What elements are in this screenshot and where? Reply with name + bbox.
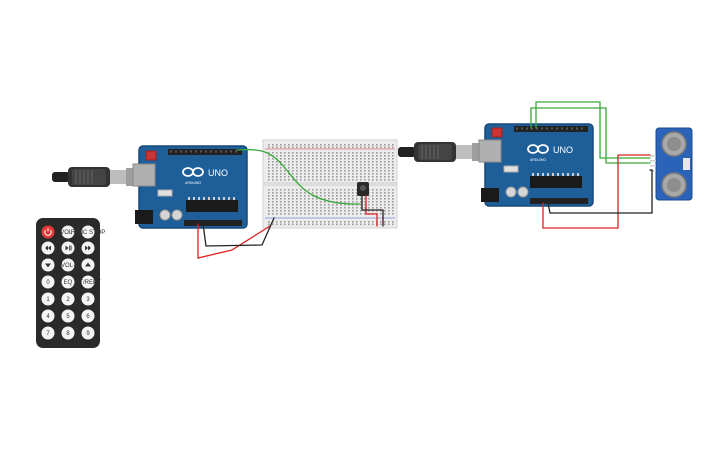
breadboard-holes xyxy=(268,144,394,226)
remote-key-func-stop[interactable]: FUNC STOP xyxy=(71,225,106,239)
up-arrow-icon xyxy=(85,262,91,267)
arduino-logo-left xyxy=(182,167,204,177)
usb-cable-left[interactable] xyxy=(52,167,134,187)
atmega-chip xyxy=(530,176,582,188)
wire-green-trig[interactable] xyxy=(535,101,651,159)
wire-black-ground-right[interactable] xyxy=(547,169,653,214)
remote-key-label: ST/REPT xyxy=(75,280,101,286)
remote-key-label: 8 xyxy=(66,331,70,337)
remote-key-0[interactable]: 0 xyxy=(41,275,55,289)
remote-key-label: 1 xyxy=(46,297,50,303)
ir-receiver[interactable] xyxy=(357,182,369,196)
reset-button[interactable] xyxy=(145,150,157,161)
fast-forward-icon xyxy=(85,245,91,251)
arduino-uno-left[interactable]: UNO ARDUINO xyxy=(132,145,248,229)
uno-label: UNO xyxy=(553,145,573,155)
remote-key-power[interactable] xyxy=(41,225,55,239)
usb-cable-right[interactable] xyxy=(398,142,480,162)
wire-black-ground-left[interactable] xyxy=(202,217,275,247)
remote-key-5[interactable]: 5 xyxy=(61,309,75,323)
remote-key-label: 4 xyxy=(46,314,50,320)
remote-key-rewind[interactable] xyxy=(41,241,55,255)
usb-jack xyxy=(478,139,502,163)
remote-key-label: EQ xyxy=(64,280,73,286)
remote-key-8[interactable]: 8 xyxy=(61,326,75,340)
arduino-uno-right[interactable]: UNO ARDUINO xyxy=(478,123,594,207)
play-pause-icon xyxy=(65,245,72,251)
power-jack xyxy=(135,210,153,224)
wire-red-power-left[interactable] xyxy=(197,223,271,259)
wire-black-receiver[interactable] xyxy=(361,195,384,227)
remote-key-vol-[interactable]: VOL+ xyxy=(60,225,76,239)
remote-key-1[interactable]: 1 xyxy=(41,292,55,306)
remote-key-down-arrow[interactable] xyxy=(41,258,55,272)
rewind-icon xyxy=(45,245,51,251)
remote-key-7[interactable]: 7 xyxy=(41,326,55,340)
wire-green-signal[interactable] xyxy=(236,148,361,205)
remote-key-label: 2 xyxy=(66,297,70,303)
remote-key-play-pause[interactable] xyxy=(61,241,75,255)
atmega-chip xyxy=(186,200,238,212)
remote-key-label: FUNC STOP xyxy=(71,230,106,236)
brand-label: ARDUINO xyxy=(185,181,201,185)
power-analog-header xyxy=(530,198,588,204)
wire-red-power-right[interactable] xyxy=(542,154,651,229)
remote-key-9[interactable]: 9 xyxy=(81,326,95,340)
remote-key-st-rept[interactable]: ST/REPT xyxy=(75,275,101,289)
remote-key-label: VOL- xyxy=(61,263,75,269)
power-analog-header xyxy=(184,220,242,226)
remote-key-label: 0 xyxy=(46,280,50,286)
remote-key-4[interactable]: 4 xyxy=(41,309,55,323)
remote-key-eq[interactable]: EQ xyxy=(61,275,75,289)
breadboard[interactable] xyxy=(262,139,398,229)
remote-key-fast-forward[interactable] xyxy=(81,241,95,255)
ultrasonic-sensor[interactable] xyxy=(650,127,693,201)
down-arrow-icon xyxy=(45,263,51,268)
remote-key-vol-[interactable]: VOL- xyxy=(61,258,75,272)
usb-jack xyxy=(132,163,156,187)
remote-key-label: 3 xyxy=(86,297,90,303)
remote-key-up-arrow[interactable] xyxy=(81,258,95,272)
remote-key-2[interactable]: 2 xyxy=(61,292,75,306)
remote-key-3[interactable]: 3 xyxy=(81,292,95,306)
arduino-logo-right xyxy=(527,144,549,154)
remote-key-label: 7 xyxy=(46,331,50,337)
remote-key-label: 5 xyxy=(66,314,70,320)
reset-button[interactable] xyxy=(491,127,503,138)
uno-label: UNO xyxy=(208,168,228,178)
brand-label: ARDUINO xyxy=(530,158,546,162)
wire-red-receiver[interactable] xyxy=(365,195,378,227)
remote-key-label: VOL+ xyxy=(60,230,76,236)
remote-key-label: 6 xyxy=(86,314,90,320)
power-jack xyxy=(481,188,499,202)
remote-key-label: 9 xyxy=(86,331,90,337)
wire-green-echo[interactable] xyxy=(530,107,651,164)
remote-key-6[interactable]: 6 xyxy=(81,309,95,323)
power-icon xyxy=(44,228,52,236)
